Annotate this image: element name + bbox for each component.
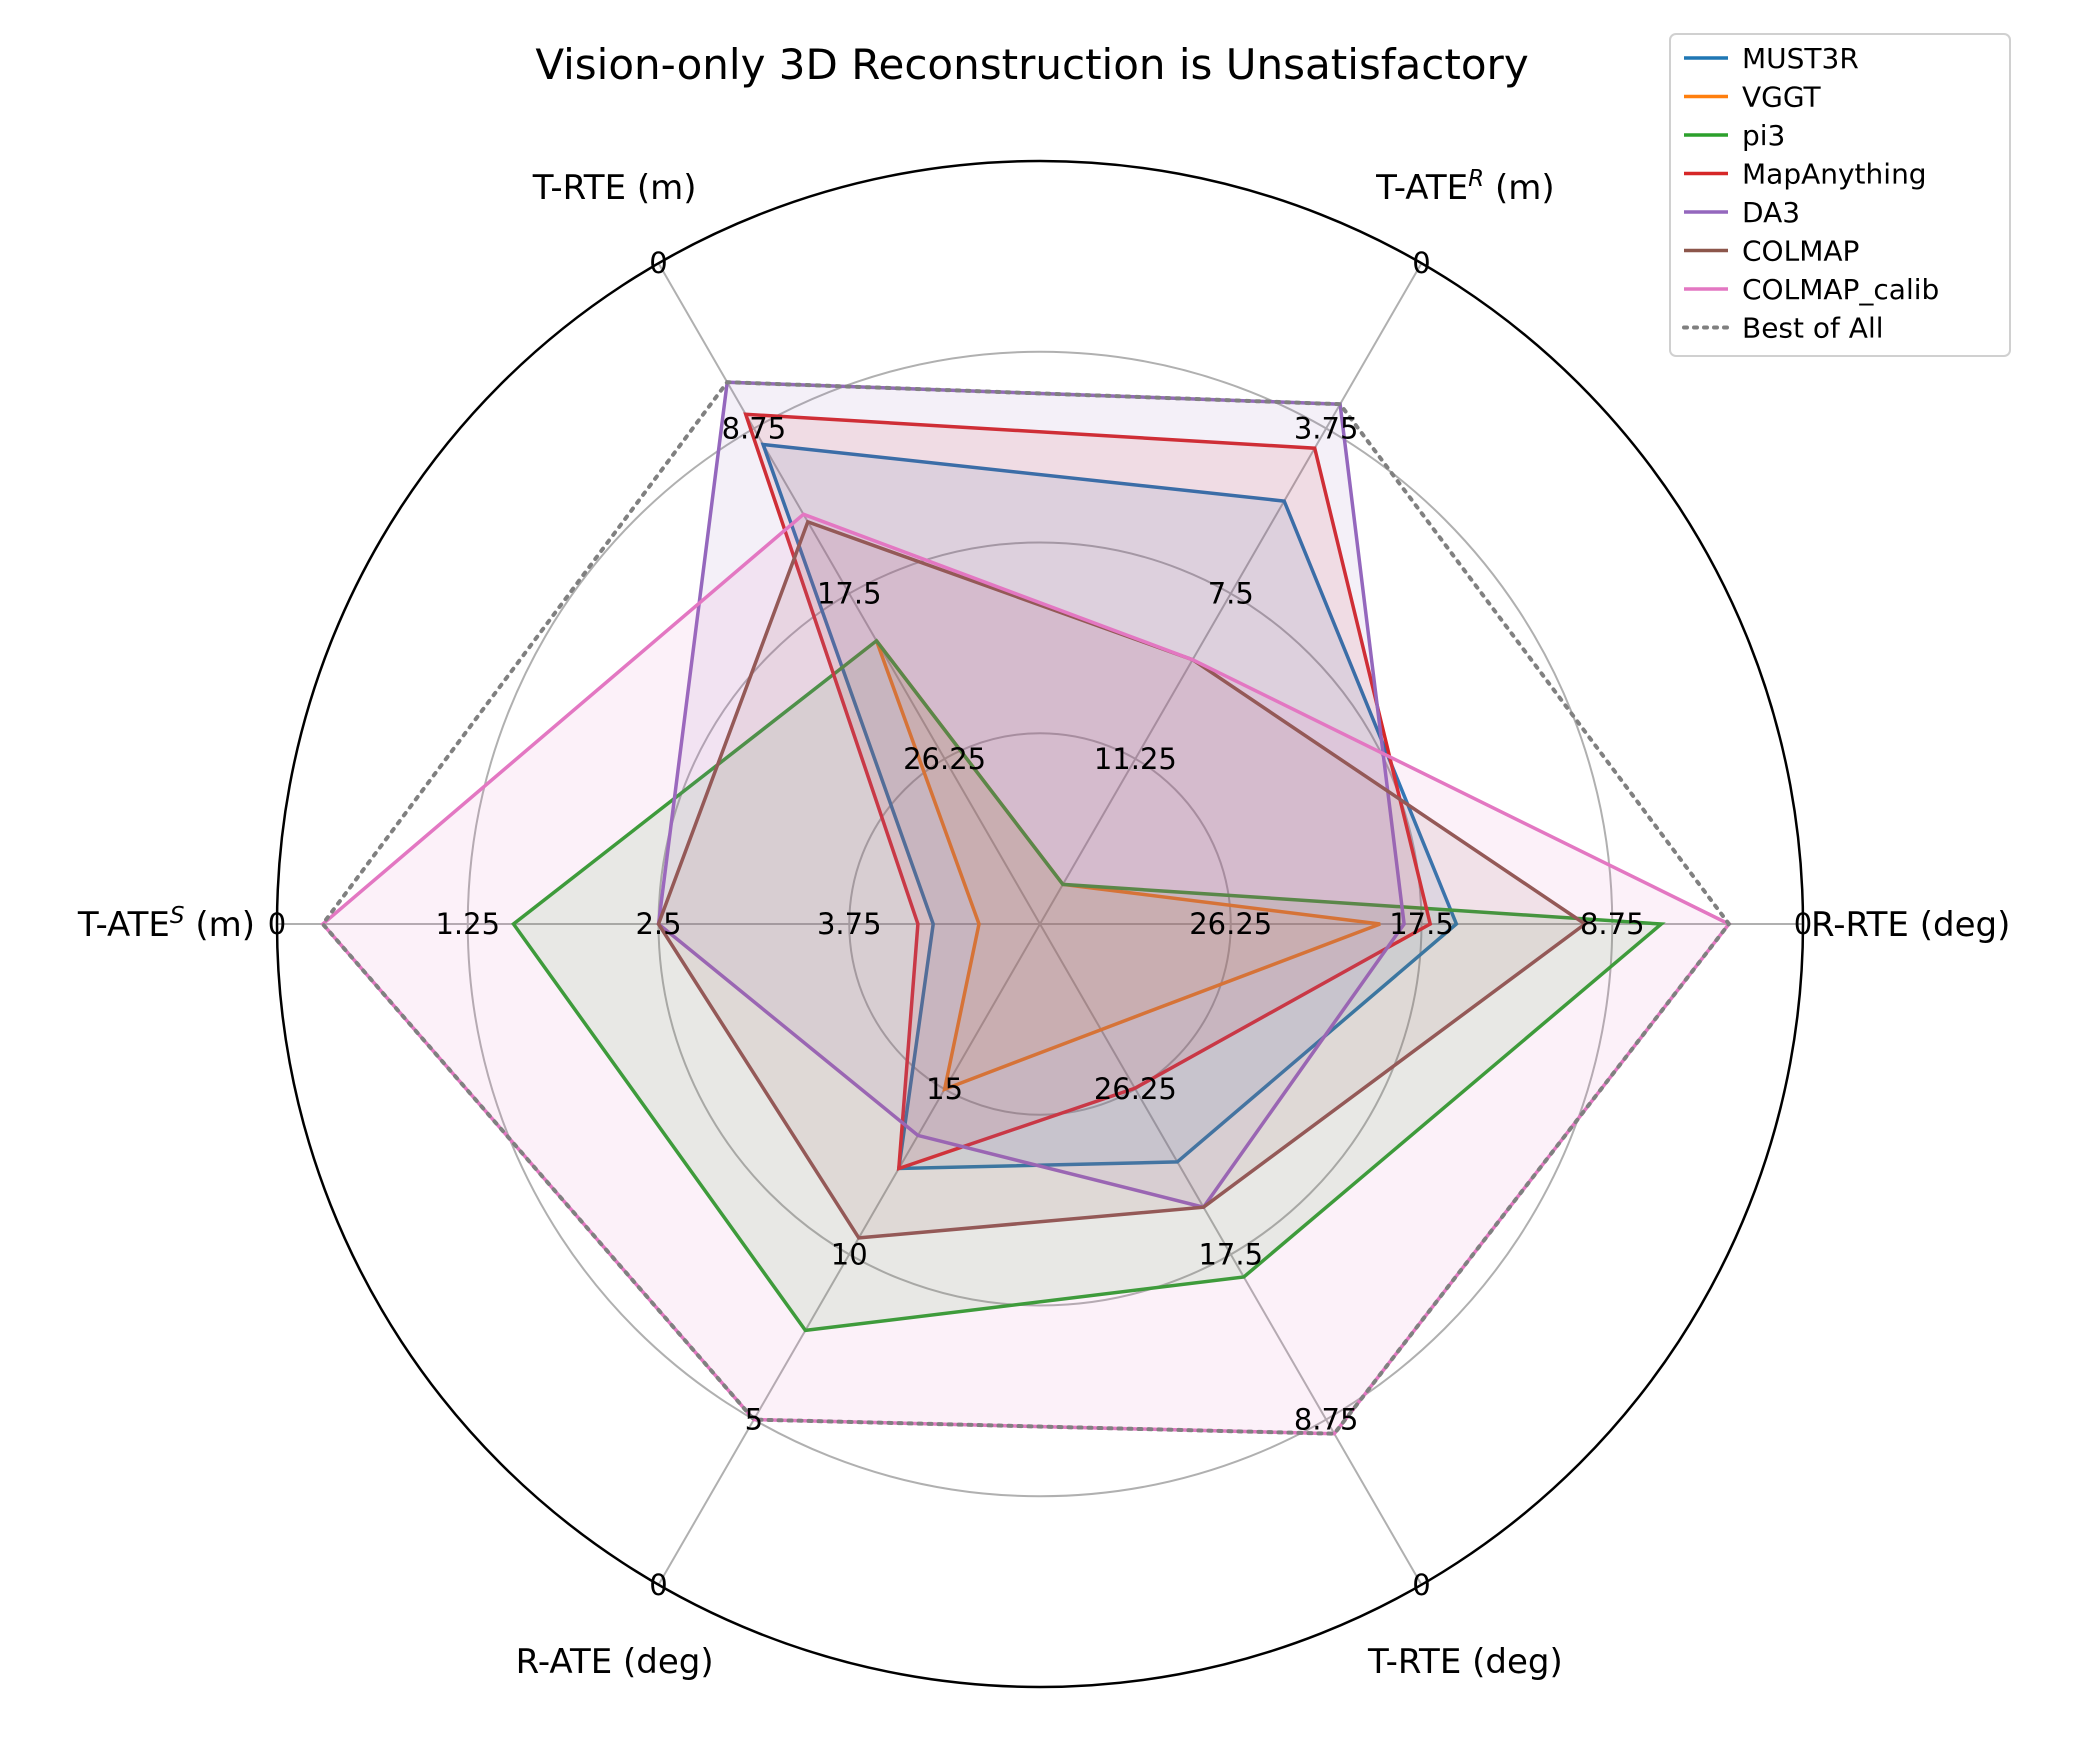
- legend-entry-6: COLMAP_calib: [1742, 273, 1939, 306]
- axis-label: T-ATER (m): [1375, 166, 1555, 208]
- series-fill-5: [658, 521, 1585, 1238]
- tick-label: 8.75: [1580, 907, 1645, 941]
- tick-label: 7.5: [1208, 577, 1254, 611]
- radar-series: [320, 380, 1732, 1436]
- tick-label: 0: [649, 1568, 667, 1602]
- series-fill-3: [745, 414, 1431, 1169]
- tick-label: 0: [1794, 907, 1812, 941]
- series-fill-0: [763, 444, 1457, 1169]
- axis-label: R-ATE (deg): [516, 1642, 714, 1682]
- tick-label: 0: [1412, 1568, 1430, 1602]
- legend-entry-3: MapAnything: [1742, 158, 1927, 191]
- series-line-0: [760, 442, 1459, 1171]
- axis-labels: R-RTE (deg) T-ATER (m) T-RTE (m) T-ATES (m)…: [77, 166, 2010, 1682]
- tick-label: 15: [926, 1072, 963, 1106]
- chart-title: Vision-only 3D Reconstruction is Unsatis…: [535, 40, 1528, 89]
- tick-label: 2.5: [635, 907, 681, 941]
- legend-entry-4: DA3: [1742, 196, 1800, 229]
- tick-label: 11.25: [1094, 742, 1177, 776]
- legend-entry-5: COLMAP: [1742, 235, 1859, 268]
- series-fill-1: [876, 640, 1381, 1090]
- tick-label: 17.5: [1389, 907, 1454, 941]
- legend-entry-2: pi3: [1742, 119, 1785, 152]
- tick-label: 3.75: [1294, 411, 1359, 445]
- series-line-3: [743, 412, 1433, 1172]
- grid-spoke-5: [657, 923, 1041, 1586]
- tick-label: 5: [745, 1403, 763, 1437]
- tick-label: 0: [649, 246, 667, 280]
- series-fill-2: [513, 640, 1662, 1331]
- axis-label: R-RTE (deg): [1811, 905, 2010, 945]
- series-fill-4: [658, 382, 1405, 1208]
- series-line-7: [320, 380, 1732, 1436]
- tick-label: 17.5: [817, 577, 882, 611]
- tick-label: 3.75: [817, 907, 882, 941]
- tick-label: 17.5: [1198, 1237, 1263, 1271]
- grid-spoke-6: [1039, 923, 1423, 1586]
- legend-entry-1: VGGT: [1742, 81, 1822, 114]
- legend-entry-7: Best of All: [1742, 312, 1884, 345]
- tick-label: 8.75: [722, 411, 787, 445]
- legend-entry-0: MUST3R: [1742, 42, 1859, 75]
- tick-label: 8.75: [1294, 1403, 1359, 1437]
- tick-label: 10: [831, 1237, 868, 1271]
- tick-label: 0: [1412, 246, 1430, 280]
- tick-labels: 0 8.75 17.5 26.25 0 3.75 7.5 11.25 0 8.75 17.5 26.2…: [268, 246, 1812, 1602]
- grid-spoke-2: [1039, 262, 1423, 925]
- axis-label: T-RTE (deg): [1367, 1642, 1563, 1682]
- tick-label: 26.25: [903, 742, 986, 776]
- axis-label: T-ATES (m): [77, 903, 255, 945]
- tick-label: 1.25: [435, 907, 500, 941]
- outer-ring: [275, 159, 1805, 1689]
- series-fill-6: [322, 514, 1729, 1434]
- tick-label: 26.25: [1094, 1072, 1177, 1106]
- series-line-2: [511, 638, 1666, 1333]
- axis-label: T-RTE (m): [532, 168, 697, 208]
- legend-box: [1669, 33, 2011, 357]
- tick-label: 0: [268, 907, 286, 941]
- grid-spoke-3: [657, 262, 1041, 925]
- tick-label: 26.25: [1189, 907, 1272, 941]
- radar-grid: [275, 159, 1805, 1689]
